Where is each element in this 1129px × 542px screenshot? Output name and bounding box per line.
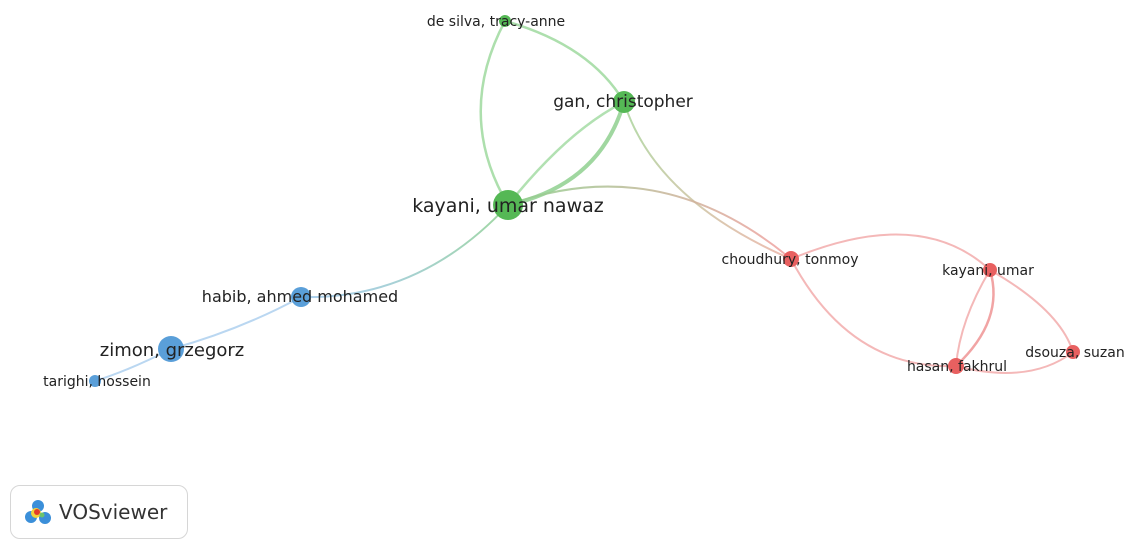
node-label-dsouza: dsouza, suzan <box>1025 345 1124 361</box>
node-dsouza[interactable] <box>1066 345 1080 359</box>
node-label-habib: habib, ahmed mohamed <box>202 287 398 306</box>
link <box>300 204 509 299</box>
labels-layer: de silva, tracy-anne gan, christopher ka… <box>43 14 1125 390</box>
node-zimon[interactable] <box>158 336 184 362</box>
link <box>504 19 626 103</box>
node-label-kayani-umar: kayani, umar <box>942 263 1034 279</box>
link <box>790 233 991 271</box>
link <box>170 296 302 350</box>
node-hasan[interactable] <box>948 358 964 374</box>
link <box>623 101 792 260</box>
link <box>955 351 1074 374</box>
node-kayani-umar[interactable] <box>983 263 997 277</box>
vosviewer-logo-icon <box>25 500 51 524</box>
node-label-tarighi: tarighi, hossein <box>43 374 151 390</box>
link <box>790 258 957 368</box>
node-choudhury[interactable] <box>783 251 799 267</box>
node-tarighi[interactable] <box>89 375 101 387</box>
vosviewer-badge[interactable]: VOSviewer <box>10 485 188 539</box>
node-gan[interactable] <box>613 91 635 113</box>
node-label-zimon: zimon, grzegorz <box>100 340 244 361</box>
node-habib[interactable] <box>291 287 311 307</box>
links-layer <box>94 19 1074 382</box>
link <box>479 20 510 206</box>
link <box>955 269 991 367</box>
link <box>955 269 995 367</box>
node-label-kayani-umar-nawaz: kayani, umar nawaz <box>412 195 604 217</box>
node-de-silva[interactable] <box>499 15 511 27</box>
link <box>507 101 626 207</box>
link <box>989 269 1074 353</box>
link <box>507 100 625 206</box>
nodes-layer <box>89 15 1080 387</box>
node-label-choudhury: choudhury, tonmoy <box>722 252 859 268</box>
vosviewer-badge-label: VOSviewer <box>59 500 168 524</box>
node-label-de-silva: de silva, tracy-anne <box>427 14 565 30</box>
link <box>507 185 792 260</box>
node-label-gan: gan, christopher <box>553 92 693 112</box>
node-kayani-umar-nawaz[interactable] <box>493 190 523 220</box>
node-label-hasan: hasan, fakhrul <box>907 359 1007 375</box>
